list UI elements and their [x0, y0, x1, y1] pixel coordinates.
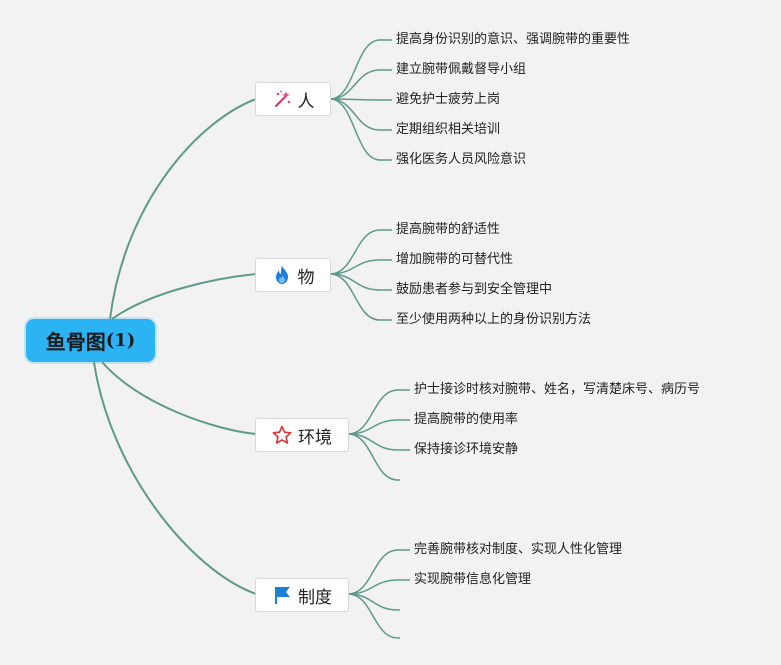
leaf-link-person-5	[329, 98, 392, 161]
leaf-link-person-4	[329, 98, 392, 131]
fire-icon	[275, 266, 288, 284]
leaf-item[interactable]: 强化医务人员风险意识	[396, 152, 527, 167]
leaf-item[interactable]: 定期组织相关培训	[396, 122, 501, 137]
leaf-link-system-3	[347, 593, 400, 611]
root-to-branch-environment	[101, 361, 257, 435]
leaf-item[interactable]: 至少使用两种以上的身份识别方法	[396, 312, 592, 327]
branch-node-system[interactable]: 制度	[255, 578, 349, 612]
leaf-item[interactable]: 鼓励患者参与到安全管理中	[396, 282, 553, 297]
leaf-link-material-2	[329, 259, 392, 275]
branch-node-environment[interactable]: 环境	[255, 418, 349, 452]
root-node[interactable]: 鱼骨图(1)	[26, 319, 155, 362]
leaf-link-system-1	[347, 549, 410, 595]
leaf-item[interactable]: 提高腕带的舒适性	[396, 222, 501, 237]
leaf-item[interactable]: 护士接诊时核对腕带、姓名，写清楚床号、病历号	[414, 382, 701, 397]
leaf-link-system-4	[347, 593, 400, 639]
leaf-item[interactable]: 提高腕带的使用率	[414, 412, 519, 427]
leaf-item[interactable]: 建立腕带佩戴督导小组	[396, 62, 527, 77]
root-suffix: (1)	[105, 330, 136, 351]
leaf-link-environment-1	[347, 389, 410, 435]
leaf-link-system-2	[347, 579, 410, 595]
root-to-branch-system	[93, 361, 257, 595]
leaf-item[interactable]: 保持接诊环境安静	[414, 442, 519, 457]
leaf-link-material-1	[329, 229, 392, 275]
leaf-item[interactable]: 提高身份识别的意识、强调腕带的重要性	[396, 32, 631, 47]
branch-node-material[interactable]: 物	[255, 258, 331, 292]
root-to-branch-material	[111, 273, 257, 320]
root-to-branch-person	[109, 98, 257, 320]
branch-label-person: 人	[297, 91, 315, 112]
branch-label-system: 制度	[298, 587, 332, 608]
leaf-link-person-2	[329, 69, 392, 100]
leaf-link-environment-3	[347, 433, 410, 451]
branch-label-environment: 环境	[298, 427, 332, 448]
leaf-link-person-3	[329, 98, 392, 101]
star-icon	[272, 425, 292, 444]
root-label: 鱼骨图	[45, 330, 106, 354]
leaf-item[interactable]: 增加腕带的可替代性	[396, 252, 514, 267]
branch-label-material: 物	[297, 267, 315, 288]
magic-wand-icon	[274, 90, 290, 107]
leaf-item[interactable]: 避免护士疲劳上岗	[396, 92, 501, 107]
leaf-item[interactable]: 完善腕带核对制度、实现人性化管理	[414, 542, 623, 557]
flag-icon	[275, 587, 290, 604]
branch-node-person[interactable]: 人	[255, 82, 331, 116]
leaf-link-person-1	[329, 39, 392, 100]
leaf-link-material-3	[329, 273, 392, 291]
leaf-item[interactable]: 实现腕带信息化管理	[414, 572, 532, 587]
leaf-link-material-4	[329, 273, 392, 321]
leaf-link-environment-2	[347, 419, 410, 435]
leaf-link-environment-4	[347, 433, 400, 481]
